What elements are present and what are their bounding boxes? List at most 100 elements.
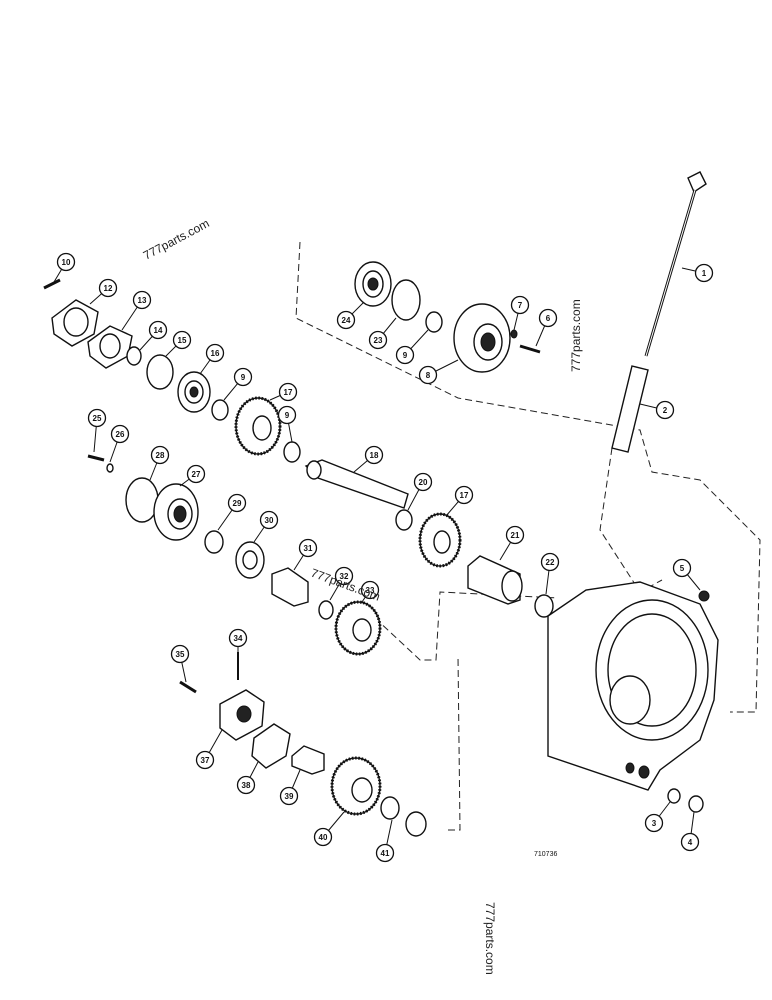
callout-16: 16 [205, 343, 225, 363]
callout-circle [510, 295, 530, 315]
callout-circle [170, 644, 190, 664]
callout-12: 12 [98, 278, 118, 298]
cover-12-part [51, 299, 99, 347]
callout-circle [56, 252, 76, 272]
plug-5-part [698, 590, 710, 602]
callout-circle [418, 365, 438, 385]
callout-circle [110, 424, 130, 444]
callout-26: 26 [110, 424, 130, 444]
callout-circle [336, 310, 356, 330]
callout-label: 9 [403, 351, 408, 360]
callout-label: 31 [304, 544, 313, 553]
bushing-22-part [534, 594, 554, 618]
ring-9-middle-part [211, 399, 229, 421]
watermark-top-left: 777parts.com [141, 216, 212, 262]
shaft-39-part [291, 745, 325, 775]
callout-label: 23 [374, 336, 383, 345]
callout-circle [132, 290, 152, 310]
callout-circle [298, 538, 318, 558]
callout-circle [694, 263, 714, 283]
callout-25: 25 [87, 408, 107, 428]
callout-label: 21 [511, 531, 520, 540]
sleeve-21-part [467, 555, 523, 605]
callout-circle [87, 408, 107, 428]
callout-circle [259, 510, 279, 530]
callout-22: 22 [540, 552, 560, 572]
dipstick-part [644, 171, 707, 357]
callout-24: 24 [336, 310, 356, 330]
callout-1: 1 [694, 263, 714, 283]
washer-26-part [106, 463, 114, 473]
plug-4-part [688, 795, 704, 813]
callout-label: 33 [366, 586, 375, 595]
callout-8: 8 [418, 365, 438, 385]
callout-30: 30 [259, 510, 279, 530]
callout-circle [360, 580, 380, 600]
callout-circle [505, 525, 525, 545]
callout-33: 33 [360, 580, 380, 600]
callout-10: 10 [56, 252, 76, 272]
callout-circle [233, 367, 253, 387]
callout-label: 1 [702, 269, 707, 278]
callout-circle [644, 813, 664, 833]
callout-29: 29 [227, 493, 247, 513]
callout-40: 40 [313, 827, 333, 847]
ring-32-part [318, 600, 334, 620]
callout-17: 17 [454, 485, 474, 505]
bearing-30-part [235, 541, 265, 579]
callout-32: 32 [334, 566, 354, 586]
callout-3: 3 [644, 813, 664, 833]
transmission-case-part [547, 581, 719, 791]
bolt-25-part [87, 454, 105, 462]
callout-label: 15 [178, 336, 187, 345]
callout-circle [413, 472, 433, 492]
callout-label: 40 [319, 833, 328, 842]
shaft-18-part [304, 459, 409, 509]
bolt-6-part [519, 344, 541, 354]
callout-circle [205, 343, 225, 363]
callout-label: 6 [546, 314, 551, 323]
watermark-bottom: 777parts.com [483, 902, 497, 975]
callout-label: 17 [460, 491, 469, 500]
callout-circle [278, 382, 298, 402]
callout-37: 37 [195, 750, 215, 770]
gasket-13-part [87, 325, 133, 369]
plug-3-part [667, 788, 681, 804]
callout-circle [150, 445, 170, 465]
callout-circle [279, 786, 299, 806]
callout-31: 31 [298, 538, 318, 558]
callout-39: 39 [279, 786, 299, 806]
callout-label: 10 [62, 258, 71, 267]
callout-label: 24 [342, 316, 351, 325]
callout-17: 17 [278, 382, 298, 402]
callout-label: 7 [518, 301, 523, 310]
bolt-35-part [179, 680, 197, 694]
callout-15: 15 [172, 330, 192, 350]
callout-6: 6 [538, 308, 558, 328]
callout-label: 37 [201, 756, 210, 765]
housing-27-part [153, 483, 199, 541]
ring-28-part [125, 477, 159, 523]
callout-circle [186, 464, 206, 484]
callout-label: 22 [546, 558, 555, 567]
watermark-right: 777parts.com [569, 299, 583, 372]
callout-13: 13 [132, 290, 152, 310]
ring-15-part [146, 354, 174, 390]
seal-29-part [204, 530, 224, 554]
drawing-number: 710736 [534, 851, 557, 858]
sleeve-31-part [271, 567, 309, 607]
callout-21: 21 [505, 525, 525, 545]
callout-38: 38 [236, 775, 256, 795]
callout-circle [334, 566, 354, 586]
bushing-41-b-part [405, 811, 427, 837]
callout-9: 9 [277, 405, 297, 425]
bolt-10-part [43, 278, 61, 290]
callout-group: 1234567899910121314151617171820212223242… [56, 252, 714, 863]
callout-35: 35 [170, 644, 190, 664]
callout-label: 12 [104, 284, 113, 293]
callout-circle [368, 330, 388, 350]
callout-circle [395, 345, 415, 365]
callout-circle [172, 330, 192, 350]
callout-label: 5 [680, 564, 685, 573]
